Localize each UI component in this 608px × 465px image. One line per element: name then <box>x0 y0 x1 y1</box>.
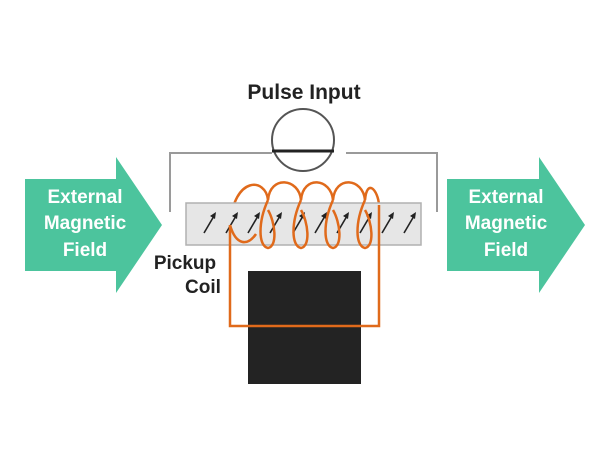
diagonal-arrow-icon <box>314 212 327 234</box>
right-arrow-line-3: Field <box>484 240 528 261</box>
pickup-coil-back <box>228 181 381 226</box>
diagonal-arrow-icon <box>203 212 216 234</box>
diagonal-arrow-icon <box>247 212 260 234</box>
pulse-input-label: Pulse Input <box>247 81 360 104</box>
left-arrow-line-1: External <box>48 187 123 208</box>
right-external-field-arrow: External Magnetic Field <box>447 157 585 293</box>
pickup-coil-label-line-2: Coil <box>185 277 221 298</box>
pickup-coil-front <box>228 199 373 250</box>
pulse-generator-icon <box>271 108 335 172</box>
diagonal-arrow-icon <box>225 212 238 234</box>
readout-block <box>248 271 361 384</box>
diagonal-arrow-icon <box>381 212 394 234</box>
circuit-wire <box>169 152 438 212</box>
diagonal-arrow-icon <box>403 212 416 234</box>
right-arrow-line-1: External <box>469 187 544 208</box>
left-arrow-line-2: Magnetic <box>44 213 127 234</box>
left-external-field-arrow: External Magnetic Field <box>25 157 162 293</box>
core-rod <box>185 202 422 246</box>
pickup-coil-label-line-1: Pickup <box>154 253 216 274</box>
right-arrow-line-2: Magnetic <box>465 213 548 234</box>
left-arrow-line-3: Field <box>63 240 107 261</box>
diagonal-arrow-icon <box>269 212 282 234</box>
